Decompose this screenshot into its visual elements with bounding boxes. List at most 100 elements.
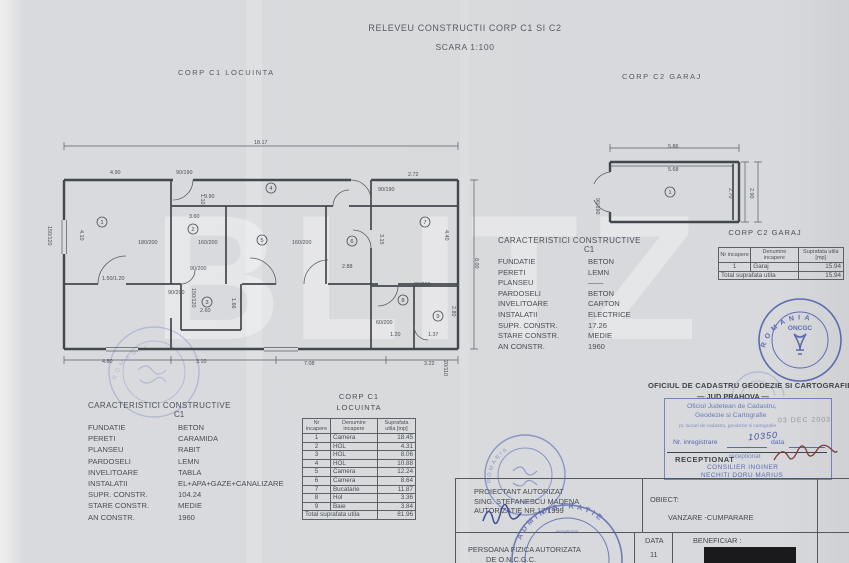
room-numbers-c2: 1 [664, 186, 676, 198]
document-title: RELEVEU CONSTRUCTII CORP C1 SI C2 [368, 23, 562, 33]
stamp-romania-text: ROMANIA [760, 314, 810, 348]
dimension-labels-c1: 18.174.909.902.721.1090/19090/1903.603.1… [46, 140, 479, 376]
col-header-name: Denumire incapere [750, 247, 799, 263]
spec-row: STARE CONSTR.MEDIE [88, 501, 203, 511]
total-value: 81.96 [376, 510, 417, 520]
date-received-stamp: 03 DEC 2003 [777, 416, 832, 425]
data-label: DATA [645, 536, 664, 545]
room-number-circle [187, 223, 199, 235]
dimension-label: 4.40 [443, 230, 449, 241]
room-number-circle [397, 294, 409, 306]
table-divider [634, 532, 635, 563]
total-label: Total suprafata utila [718, 270, 799, 281]
total-label: Total suprafata utila [302, 510, 378, 520]
consilier-title: CONSILIER INGINER [707, 464, 779, 471]
stamp-office-line3: pt. lucrari de cadastru, geodezie si car… [679, 424, 777, 429]
room-number: 5 [260, 238, 263, 244]
dimension-label: 1.37 [428, 332, 439, 338]
table-divider [642, 479, 643, 532]
registration-date-label: data [771, 439, 785, 446]
persoana-line1: PERSOANA FIZICA AUTORIZATA [468, 545, 581, 554]
room-number-circle [419, 216, 431, 228]
corp-c1-label: CORP C1 LOCUINTA [178, 68, 275, 77]
receptionat-stamp-word: receptionat [729, 453, 761, 460]
room-number: 4 [269, 186, 273, 192]
persoana-line2: DE O.N.C.G.C. [486, 554, 537, 563]
dimension-label: 20/110 [442, 360, 448, 376]
spec-row: STARE CONSTR.MEDIE [498, 331, 613, 341]
table-c1-heading1: CORP C1 [338, 392, 380, 401]
dimension-label: 3.10 [196, 359, 207, 365]
dimension-label: 2.60 [200, 308, 211, 314]
dimension-label: 18.17 [254, 140, 268, 146]
table-divider [817, 479, 818, 563]
col-header-nr: Nr incapere [302, 418, 331, 434]
proiectant-line2: SING. STEFANESCU MADENA [474, 496, 580, 506]
dimension-label: 160/200 [292, 240, 312, 246]
col-header-name: Denumire incapere [329, 418, 378, 434]
registration-date-line [789, 439, 825, 448]
dimension-label: 60/200 [376, 320, 393, 326]
cadastru-office-subtitle: — JUD PRAHOVA — [697, 392, 769, 401]
col-header-area: Suprafata utila [mp] [797, 247, 845, 263]
dimension-label: 90/190 [176, 170, 193, 176]
svg-text:ROMANIA: ROMANIA [760, 314, 814, 348]
document-scale: SCARA 1:100 [435, 42, 495, 52]
col-header-area: Suprafata utila [mp] [376, 418, 417, 434]
dimension-label: 160/200 [198, 240, 218, 246]
room-number: 6 [350, 239, 353, 245]
beneficiar-redaction-box [704, 547, 796, 563]
spec-row: AN CONSTR.1960 [498, 341, 605, 351]
beneficiar-label: BENEFICIAR : [693, 536, 742, 545]
room-number-circle [201, 296, 213, 308]
dimension-label: 90/200 [190, 266, 207, 272]
data-value: 11 [650, 550, 658, 559]
dimension-label: 8.00 [473, 258, 479, 269]
registration-stamp-box: Oficiul Judetean de Cadastru, Geodezie s… [664, 398, 832, 480]
room-number-circle [346, 235, 358, 247]
table-divider [456, 532, 849, 533]
dimension-label: 9.90 [204, 194, 215, 200]
receptionat-label: RECEPTIONAT [675, 455, 735, 464]
consilier-name: NECHITI DORU MARIUS [701, 472, 784, 479]
spec-row: PLANSEU—— [498, 278, 604, 288]
room-number: 1 [100, 220, 103, 226]
corp-c2-label: CORP C2 GARAJ [622, 72, 702, 81]
room-number-circle [265, 182, 277, 194]
dimension-label: 180/200 [138, 240, 158, 246]
room-number-circle [96, 216, 108, 228]
spec-row: AN CONSTR.1960 [88, 512, 195, 522]
dimension-label: 1.66 [230, 298, 236, 309]
stamp-divider [667, 452, 827, 453]
rooms-table-c2: Nr incapere Denumire incapere Suprafata … [717, 247, 845, 281]
proiectant-line3: AUTORIZATIE NR.17/1999 [474, 506, 564, 516]
dimension-label: 4.10 [78, 230, 84, 241]
room-number: 3 [205, 300, 208, 306]
stamp-office-line1: Oficiul Judetean de Cadastru, [687, 403, 777, 410]
dimension-label: 90/190 [594, 198, 600, 215]
obiect-value: VANZARE -CUMPARARE [668, 513, 754, 522]
room-number: 8 [401, 298, 404, 304]
